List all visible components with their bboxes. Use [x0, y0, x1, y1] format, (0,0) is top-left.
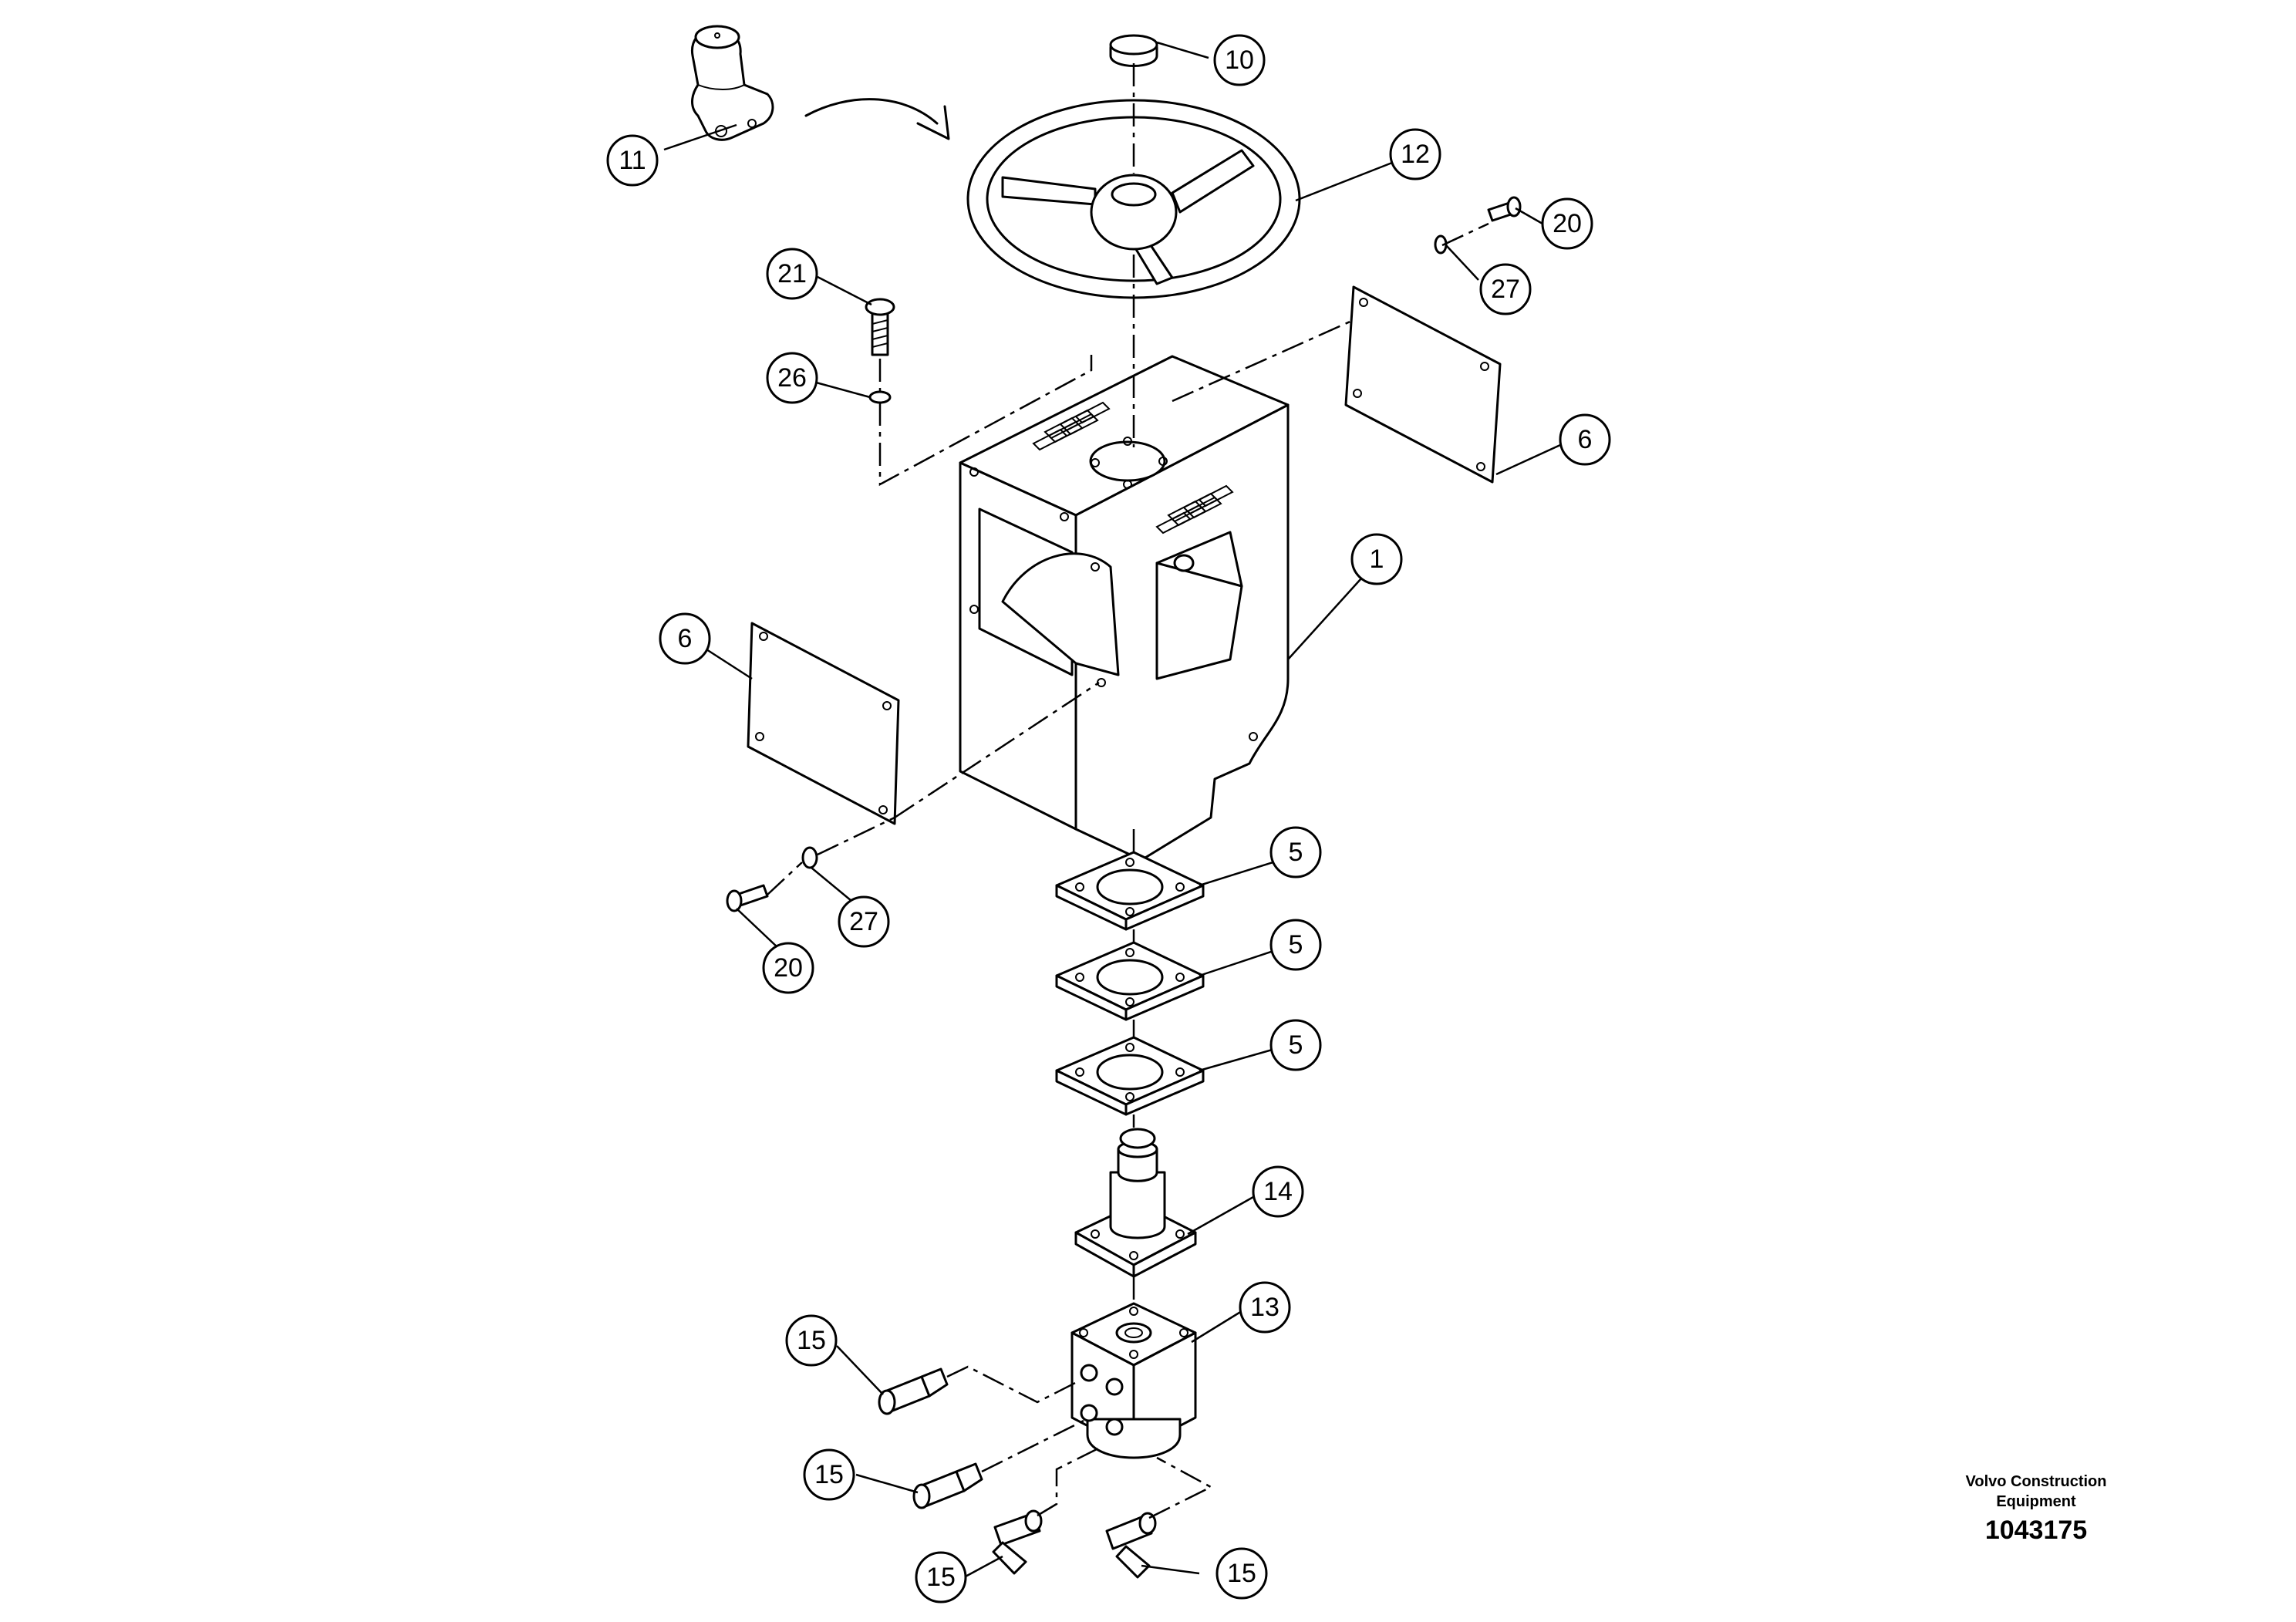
callout-14: 14: [1252, 1165, 1304, 1218]
callout-15-bottom-right: 15: [1215, 1547, 1268, 1600]
fitting-15-upper-left-part: [878, 1367, 949, 1415]
brand-name: Volvo Construction Equipment: [1928, 1472, 2144, 1512]
assembly-arrow: [804, 98, 939, 125]
callout-15-middle-left: 15: [803, 1448, 855, 1501]
svg-text:1: 1: [1370, 545, 1384, 574]
steering-wheel-part: [966, 99, 1301, 299]
fitting-15-bottom-right-part: [1105, 1512, 1157, 1579]
svg-text:15: 15: [797, 1326, 826, 1355]
callout-27-left: 27: [838, 895, 890, 948]
svg-text:11: 11: [619, 146, 646, 175]
brand-line-1: Volvo Construction: [1965, 1473, 2107, 1490]
callout-26: 26: [766, 352, 818, 404]
svg-text:6: 6: [678, 624, 693, 653]
gasket-5-top-part: [1055, 851, 1205, 931]
callout-12: 12: [1389, 128, 1441, 180]
callout-27-right: 27: [1479, 263, 1532, 315]
cover-plate-left-part: [747, 622, 900, 825]
svg-text:14: 14: [1263, 1177, 1293, 1206]
steering-unit-part: [1070, 1302, 1197, 1459]
callout-leaders: [663, 41, 1561, 1579]
brand-line-2: Equipment: [1996, 1493, 2076, 1510]
bolt-21-part: [865, 298, 895, 356]
svg-text:12: 12: [1401, 140, 1430, 169]
drawing-number: 1043175: [1984, 1516, 2088, 1545]
callout-15-upper-left: 15: [785, 1314, 838, 1367]
callout-15-bottom-left: 15: [915, 1551, 967, 1603]
callout-1: 1: [1350, 533, 1403, 585]
console-housing-part: [959, 355, 1290, 862]
bolt-20-right-part: [1487, 196, 1522, 222]
steering-column-part: [1074, 1128, 1197, 1278]
spinner-knob-part: [690, 25, 774, 141]
svg-text:26: 26: [777, 363, 807, 393]
svg-text:15: 15: [1227, 1559, 1256, 1588]
svg-text:21: 21: [777, 259, 807, 288]
callout-13: 13: [1239, 1281, 1291, 1334]
callout-6-left: 6: [659, 612, 711, 665]
svg-text:20: 20: [774, 953, 803, 983]
washer-27-left-part: [801, 846, 818, 869]
callout-11: 11: [606, 134, 659, 187]
fitting-15-bottom-left-part: [992, 1509, 1043, 1575]
assembly-centerlines: [767, 63, 1489, 1519]
cover-plate-right-part: [1344, 285, 1502, 484]
callout-21: 21: [766, 248, 818, 300]
center-cap-part: [1109, 34, 1158, 67]
assembly-arrow-head: [916, 105, 950, 140]
svg-text:20: 20: [1553, 209, 1582, 238]
svg-text:27: 27: [1491, 275, 1520, 304]
svg-text:6: 6: [1578, 425, 1593, 454]
svg-text:10: 10: [1225, 46, 1254, 75]
svg-text:5: 5: [1289, 930, 1303, 959]
svg-text:15: 15: [926, 1563, 956, 1592]
svg-text:27: 27: [849, 907, 878, 936]
callout-20-right: 20: [1541, 197, 1593, 250]
svg-text:15: 15: [814, 1460, 844, 1489]
svg-text:5: 5: [1289, 1030, 1303, 1060]
callout-6-right: 6: [1559, 413, 1611, 466]
svg-text:5: 5: [1289, 838, 1303, 867]
callout-5-top: 5: [1269, 826, 1322, 878]
svg-text:13: 13: [1250, 1293, 1279, 1322]
callout-10: 10: [1213, 34, 1266, 86]
gasket-5-middle-part: [1055, 941, 1205, 1021]
washer-26-part: [868, 390, 892, 404]
callout-20-left: 20: [762, 942, 814, 994]
gasket-5-bottom-part: [1055, 1036, 1205, 1116]
fitting-15-middle-left-part: [912, 1462, 983, 1509]
callout-5-middle: 5: [1269, 919, 1322, 971]
callout-5-bottom: 5: [1269, 1019, 1322, 1071]
bolt-20-left-part: [726, 884, 769, 912]
